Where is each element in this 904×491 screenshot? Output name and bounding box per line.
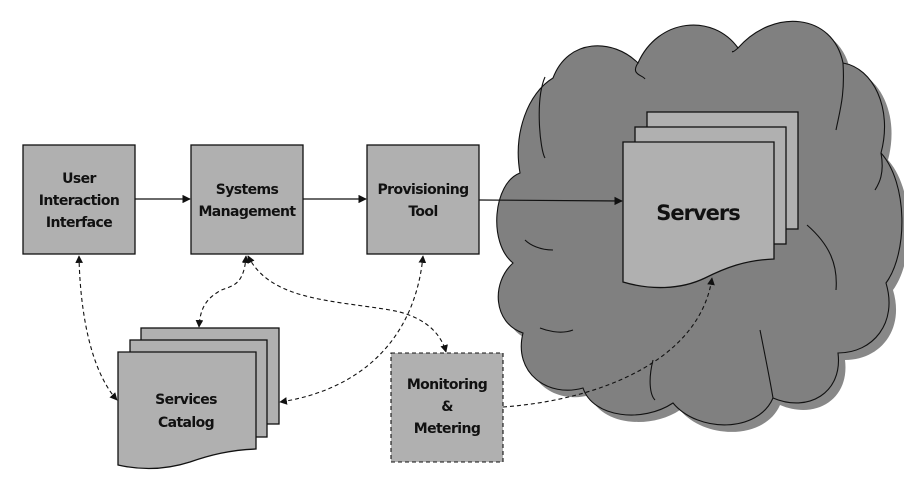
edge-provisioning-tool-to-servers [478,196,623,206]
edge-systems-management-services-catalog [195,255,250,328]
edge-provisioning-tool-services-catalog [279,255,427,405]
provisioning-tool-node[interactable]: Provisioning Tool [366,144,480,255]
edge-systems-management-monitoring [247,255,448,353]
monitoring-metering-node[interactable]: Monitoring & Metering [390,352,504,463]
servers-node[interactable]: Servers [622,111,799,289]
provisioning-tool-label-line-2: Tool [408,204,437,220]
provisioning-tool-label-line-1: Provisioning [377,182,468,198]
cloud-inner-curve [538,76,546,159]
user-interface-label-line-3: Interface [46,215,112,231]
cloud-inner-curve [874,152,883,191]
servers-label: Servers [656,201,740,225]
cloud-inner-curve [759,329,774,399]
cloud-inner-curve [835,62,844,131]
edge-monitoring-to-servers [502,277,715,408]
cloud-inner-curve [649,359,656,401]
services-catalog-node[interactable]: Services Catalog [117,327,280,470]
systems-management-label-line-1: Systems [216,182,279,198]
cloud-inner-curve [524,239,554,251]
edge-user-interface-services-catalog [75,255,118,401]
cloud-inner-curve [806,224,837,291]
user-interaction-interface-node[interactable]: User Interaction Interface [22,144,136,255]
cloud-inner-curve [539,327,574,333]
user-interface-label-line-1: User [62,171,96,187]
monitoring-label-line-2: & [441,399,453,415]
services-catalog-label-line-1: Services [155,392,217,408]
systems-management-node[interactable]: Systems Management [190,144,304,255]
cloud-inner-curve [731,47,739,53]
monitoring-label-line-3: Metering [414,421,481,437]
cloud-inner-curve [634,62,646,80]
user-interface-label-line-2: Interaction [39,193,120,209]
monitoring-label-line-1: Monitoring [407,377,487,393]
services-catalog-label-line-2: Catalog [158,415,214,431]
systems-management-label-line-2: Management [198,204,296,220]
